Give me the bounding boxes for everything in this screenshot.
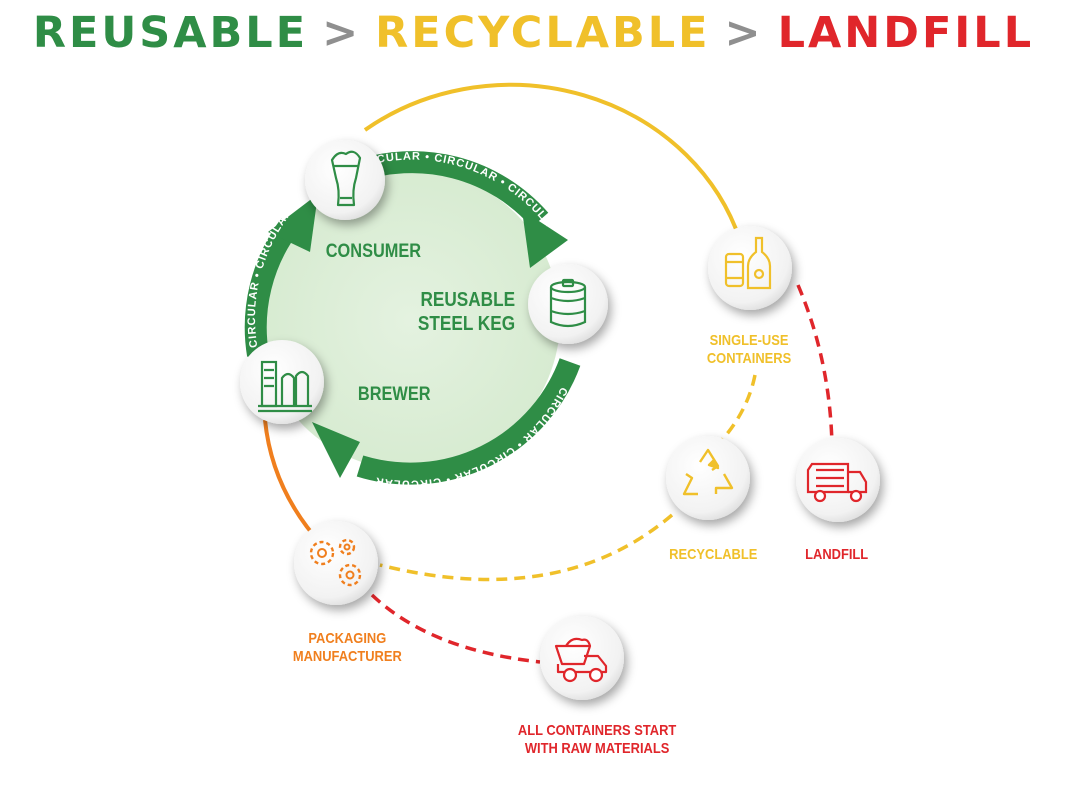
brewery-icon [258,360,312,413]
label-single-use-line-1: SINGLE-USE [709,332,789,349]
can-and-bottle-icon [724,236,772,290]
node-raw-materials [540,616,624,700]
label-consumer-text: CONSUMER [325,241,422,262]
svg-text:CIRCULAR • CIRCULAR • CIRCULAR: CIRCULAR • CIRCULAR • CIRCULAR [0,0,295,349]
circular-band-bottom [356,358,581,485]
label-brewer: BREWER [358,384,431,407]
outer-arc-yellow [363,82,742,241]
label-recyclable-text: RECYCLABLE [669,546,758,563]
label-raw-materials-line-2: WITH RAW MATERIALS [524,740,670,757]
headline-reusable: REUSABLE [32,8,309,58]
headline-separator-1: > [322,8,362,58]
outer-arc-orange [263,419,324,547]
label-packaging-line-2: MANUFACTURER [292,648,402,665]
label-landfill: LANDFILL [805,546,868,564]
label-raw-materials: ALL CONTAINERS START WITH RAW MATERIALS [518,722,676,758]
dashed-path-single-use-to-landfill [796,284,834,446]
label-consumer: CONSUMER [326,241,421,264]
label-landfill-text: LANDFILL [805,546,869,563]
dashed-path-single-use-to-recyclable [720,374,757,442]
node-keg [528,264,608,344]
arrow-head-to-keg [522,210,568,268]
label-single-use-containers: SINGLE-USE CONTAINERS [707,332,791,368]
node-packaging-manufacturer [294,521,378,605]
headline: REUSABLE > RECYCLABLE > LANDFILL [0,8,1067,58]
node-brewer [240,340,324,424]
headline-recyclable: RECYCLABLE [375,8,711,58]
node-recyclable [666,436,750,520]
dump-truck-icon [554,637,608,683]
beer-glass-icon [330,150,362,207]
headline-separator-2: > [724,8,764,58]
garbage-truck-icon [806,462,868,503]
recycle-icon [682,448,734,496]
circular-economy-disc [260,170,560,470]
label-recyclable: RECYCLABLE [669,546,757,564]
label-brewer-text: BREWER [357,384,431,405]
label-single-use-line-2: CONTAINERS [706,350,792,367]
dashed-path-recyclable-to-packaging [379,513,674,582]
arrow-head-to-brewer [312,422,360,478]
node-single-use-containers [708,226,792,310]
steel-keg-icon [549,278,587,328]
gears-icon [309,538,362,587]
node-consumer [305,140,385,220]
label-packaging-line-1: PACKAGING [308,630,387,647]
node-landfill [796,438,880,522]
arrow-head-to-consumer [268,194,318,252]
label-raw-materials-line-1: ALL CONTAINERS START [517,722,677,739]
dashed-path-packaging-to-raw-materials [370,593,541,664]
label-keg-line-2: STEEL KEG [417,313,516,335]
label-reusable-steel-keg: REUSABLE STEEL KEG [418,288,515,336]
label-keg-line-1: REUSABLE [420,289,516,311]
headline-landfill: LANDFILL [777,8,1035,58]
loop-text-left: CIRCULAR • CIRCULAR • CIRCULAR [0,0,294,349]
label-packaging-manufacturer: PACKAGING MANUFACTURER [293,630,402,666]
